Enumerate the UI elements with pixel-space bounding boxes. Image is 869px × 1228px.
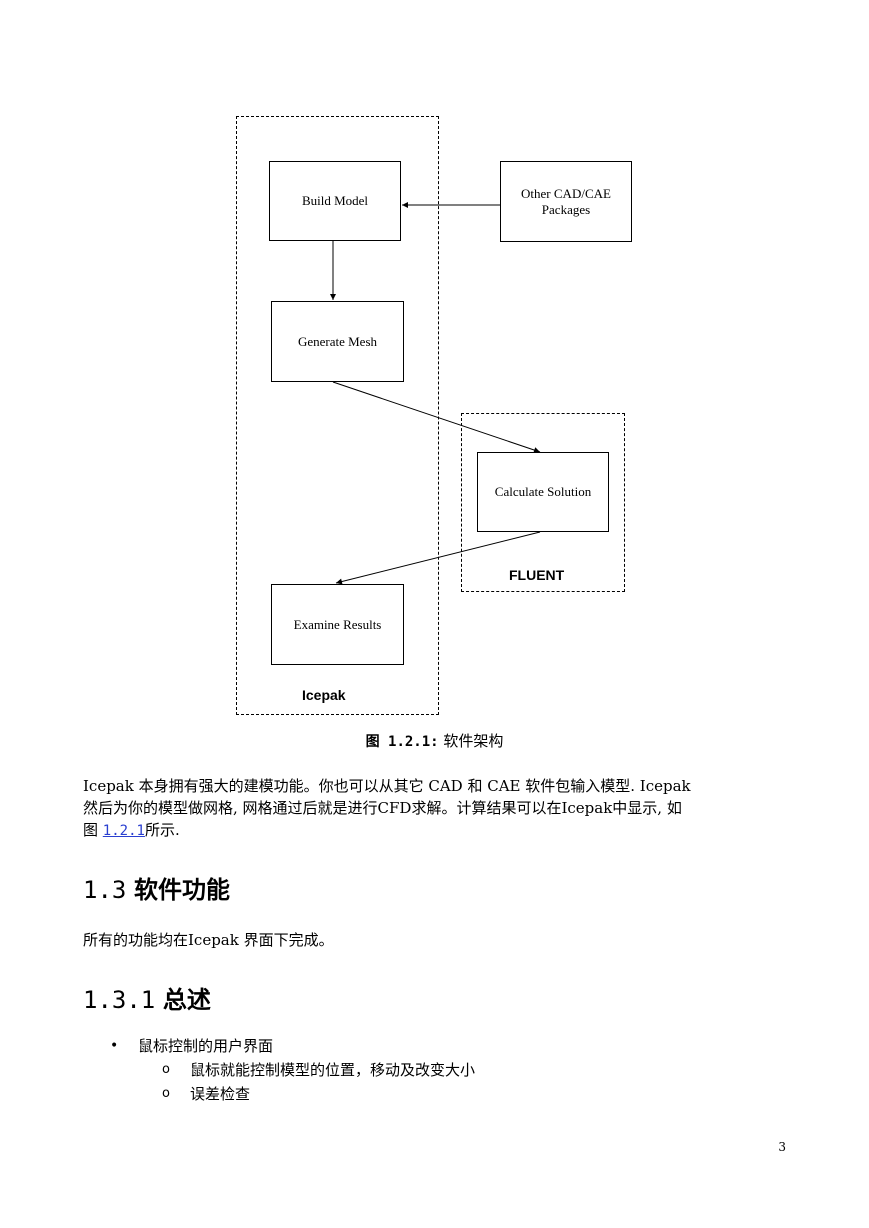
figure-reference-link[interactable]: 1.2.1 [102, 823, 145, 839]
icepak-group-border [236, 116, 439, 715]
calculate-solution-box: Calculate Solution [477, 452, 609, 532]
intro-line-3-prefix: 图 [83, 821, 103, 839]
intro-line-3: 图 1.2.1所示. [83, 819, 787, 842]
intro-line-3-suffix: 所示. [144, 821, 180, 839]
build-model-box: Build Model [269, 161, 401, 241]
list-item-label: 鼠标控制的用户界面 [138, 1037, 274, 1055]
section-heading-1-3: 1.3 软件功能 [83, 870, 230, 905]
sub-list: 鼠标就能控制模型的位置，移动及改变大小 误差检查 [162, 1058, 475, 1106]
section-heading-1-3-1: 1.3.1 总述 [83, 980, 211, 1015]
fluent-group-label: FLUENT [509, 567, 565, 583]
intro-line-1: Icepak 本身拥有强大的建模功能。你也可以从其它 CAD 和 CAE 软件包… [83, 777, 691, 795]
intro-line-2: 然后为你的模型做网格, 网格通过后就是进行CFD求解。计算结果可以在Icepak… [83, 799, 682, 817]
examine-results-box: Examine Results [271, 584, 404, 665]
subsection-title: 总述 [162, 985, 211, 1014]
section-number: 1.3 [83, 876, 127, 904]
arrow-mesh-to-solution [332, 381, 541, 453]
icepak-group-label: Icepak [302, 687, 346, 703]
other-packages-box: Other CAD/CAE Packages [500, 161, 632, 242]
list-item: 鼠标控制的用户界面 鼠标就能控制模型的位置，移动及改变大小 误差检查 [110, 1034, 475, 1106]
figure-caption: 图 1.2.1: 软件架构 [0, 730, 869, 751]
sub-list-item: 鼠标就能控制模型的位置，移动及改变大小 [162, 1058, 475, 1082]
fluent-group-border [461, 413, 625, 592]
feature-list: 鼠标控制的用户界面 鼠标就能控制模型的位置，移动及改变大小 误差检查 [110, 1034, 475, 1106]
generate-mesh-box: Generate Mesh [271, 301, 404, 382]
page-number: 3 [778, 1140, 786, 1154]
features-paragraph: 所有的功能均在Icepak 界面下完成。 [83, 931, 334, 949]
sub-list-item: 误差检查 [162, 1082, 475, 1106]
figure-number: 图 1.2.1: [365, 734, 439, 750]
subsection-number: 1.3.1 [83, 986, 156, 1014]
intro-paragraph: Icepak 本身拥有强大的建模功能。你也可以从其它 CAD 和 CAE 软件包… [83, 775, 787, 842]
figure-title: 软件架构 [443, 732, 504, 750]
section-title: 软件功能 [134, 875, 230, 904]
architecture-diagram: Build Model Generate Mesh Other CAD/CAE … [236, 116, 632, 715]
